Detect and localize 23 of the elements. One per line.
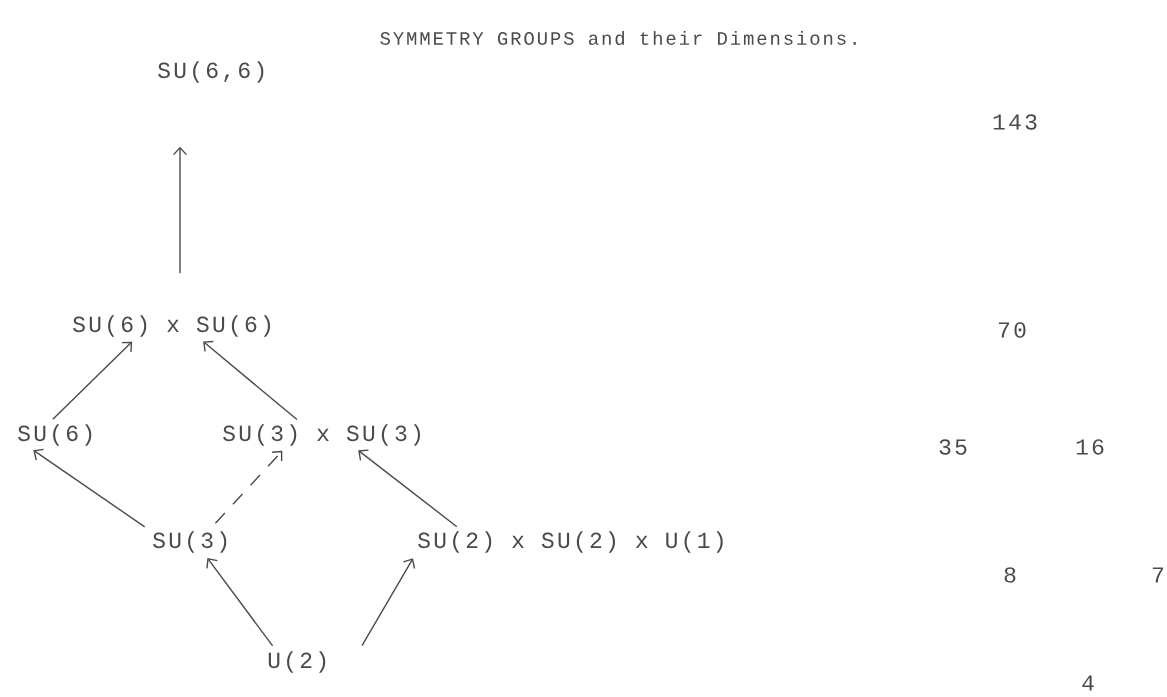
arrow [172, 146, 188, 274]
arrow [214, 450, 283, 524]
group-label: SU(6,6) [158, 61, 264, 83]
title: SYMMETRY GROUPS and their Dimensions. [380, 31, 856, 45]
dimension-number: 35 [939, 439, 967, 455]
arrow [203, 340, 298, 421]
arrow [52, 341, 133, 421]
arrow [206, 558, 274, 647]
group-label: SU(3) [153, 531, 227, 553]
dimension-number: 4 [1082, 675, 1094, 691]
group-label: U(2) [268, 651, 326, 673]
arrow [358, 449, 458, 528]
group-label: SU(3) x SU(3) [223, 424, 420, 446]
group-label: SU(6) [18, 424, 92, 446]
dimension-number: 8 [1004, 567, 1016, 583]
group-label: SU(6) x SU(6) [73, 315, 270, 337]
group-label: SU(2) x SU(2) x U(1) [418, 531, 723, 553]
dimension-number: 143 [993, 114, 1037, 130]
dimension-number: 7 [1152, 567, 1164, 583]
dimension-number: 16 [1076, 439, 1104, 455]
arrow [361, 558, 416, 647]
arrow [33, 448, 146, 528]
dimension-number: 70 [998, 322, 1026, 338]
